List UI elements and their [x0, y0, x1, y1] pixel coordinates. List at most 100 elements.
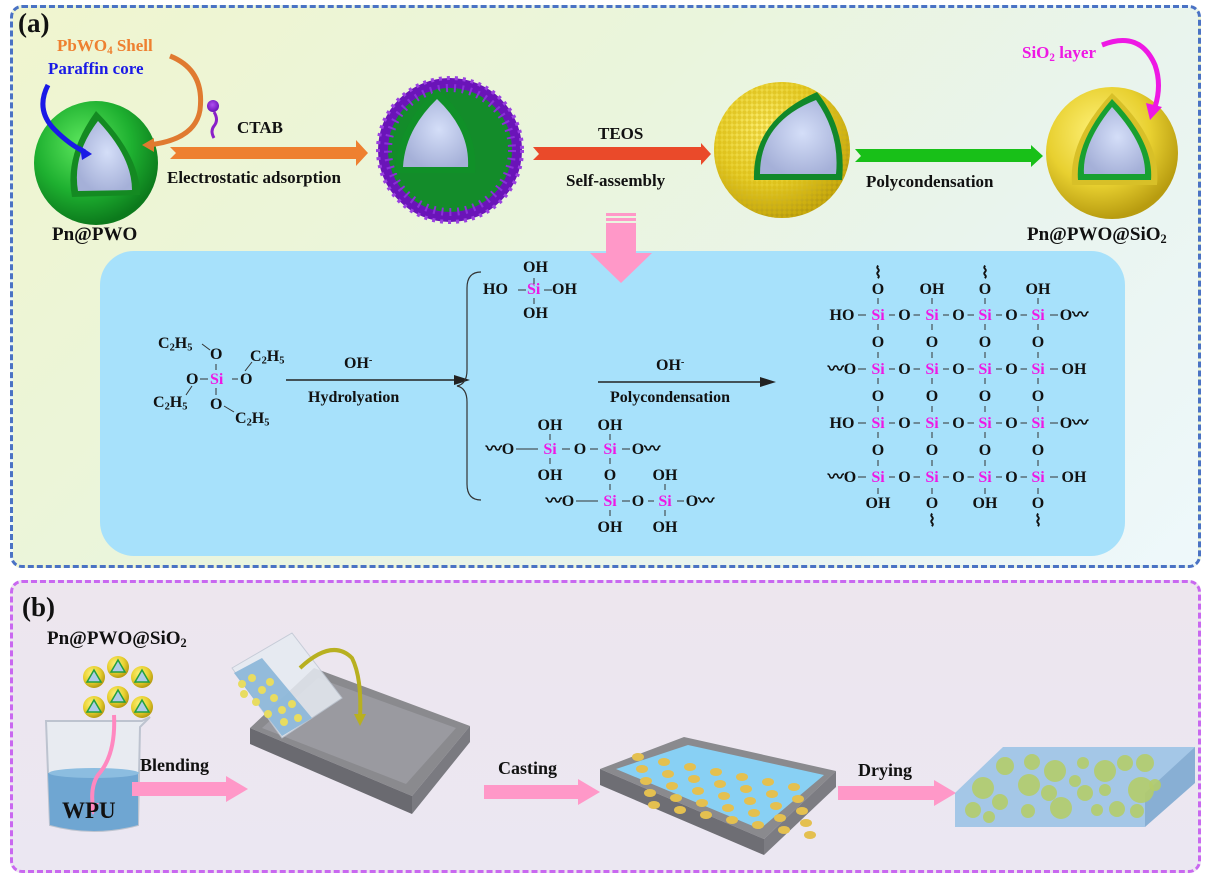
- embedded-particle: [983, 811, 995, 823]
- bridge-oxygen: O: [952, 361, 964, 378]
- shell-pointer-arrow: [147, 53, 204, 148]
- polycondensation-arrow: [598, 377, 776, 387]
- particle-dot: [688, 775, 700, 783]
- particle-dot: [266, 678, 274, 686]
- particle-dot: [280, 718, 288, 726]
- casting-arrow: [484, 779, 600, 805]
- particle-dot: [670, 794, 682, 802]
- embedded-particle: [1050, 797, 1072, 819]
- casting-label: Casting: [498, 758, 558, 778]
- bridge-oxygen: O: [898, 307, 910, 324]
- reaction-scheme-box: [100, 251, 1125, 556]
- particle-dot: [248, 674, 256, 682]
- terminal-group: O〰: [1060, 415, 1089, 432]
- bridge-oxygen: O: [898, 415, 910, 432]
- teos-o-bottom: O: [210, 396, 223, 413]
- pn-pwo-label: Pn@PWO: [52, 224, 138, 245]
- wpu-label: WPU: [62, 798, 116, 823]
- terminal-group: OH: [538, 417, 563, 434]
- wavy-bond: ⌇: [928, 512, 936, 530]
- terminal-group: 〰O: [827, 469, 856, 486]
- core-shell-particle: [107, 656, 129, 678]
- polycondensation-reagent: OH-: [656, 357, 685, 375]
- si-atom: Si: [871, 415, 885, 432]
- teos-c2h5-topright: C2H5: [250, 348, 285, 367]
- embedded-particle: [1041, 785, 1057, 801]
- terminal-group: OH: [653, 519, 678, 536]
- terminal-group: O〰: [1060, 307, 1089, 324]
- blending-label: Blending: [140, 755, 210, 775]
- particle-dot: [666, 782, 678, 790]
- embedded-particle: [965, 802, 981, 818]
- teos-coated-particle: [714, 82, 850, 218]
- composite-film: [955, 747, 1195, 827]
- pour-stream-arrow: [298, 648, 363, 719]
- particle-dot: [238, 680, 246, 688]
- particle-dot: [740, 785, 752, 793]
- terminal-group: O: [926, 495, 938, 512]
- bridge-oxygen: O: [872, 442, 884, 459]
- drying-label: Drying: [858, 760, 912, 780]
- particle-dot: [240, 690, 248, 698]
- pouring-beaker-tray: [231, 632, 470, 814]
- particle-dot: [696, 799, 708, 807]
- sioh4-oh-bottom: OH: [523, 305, 548, 322]
- terminal-group: OH: [1062, 361, 1087, 378]
- si-atom: Si: [925, 469, 939, 486]
- embedded-particle: [1094, 760, 1116, 782]
- terminal-group: OH: [1062, 469, 1087, 486]
- teos-o-left: O: [186, 371, 199, 388]
- si-atom: Si: [658, 493, 672, 510]
- teos-o-right: O: [240, 371, 253, 388]
- pn-pwo-sio2-label: Pn@PWO@SiO2: [1027, 224, 1167, 247]
- embedded-particle: [1128, 777, 1154, 803]
- teos-o-top: O: [210, 346, 223, 363]
- bridge-oxygen: O: [979, 334, 991, 351]
- particle-dot: [684, 763, 696, 771]
- terminal-group: 〰O: [485, 441, 514, 458]
- bridge-oxygen: O: [872, 388, 884, 405]
- step1-process: Electrostatic adsorption: [167, 168, 341, 187]
- hydrolysis-label: Hydrolyation: [308, 389, 400, 406]
- si-atom: Si: [603, 441, 617, 458]
- step2-process: Self-assembly: [566, 171, 666, 190]
- hydrolysis-arrow: [286, 375, 470, 385]
- particle-dot: [658, 758, 670, 766]
- terminal-group: OH: [920, 281, 945, 298]
- terminal-group: HO: [830, 415, 855, 432]
- si-atom: Si: [871, 361, 885, 378]
- bridge-oxygen: O: [632, 493, 644, 510]
- embedded-particle: [1130, 804, 1144, 818]
- bridge-oxygen: O: [926, 442, 938, 459]
- step2-reagent: TEOS: [598, 124, 644, 143]
- embedded-particle: [1069, 775, 1081, 787]
- pn-pwo-particle: [34, 101, 158, 225]
- core-shell-particle: [131, 666, 153, 688]
- sioh4-ho: HO: [483, 281, 508, 298]
- bridge-oxygen: O: [952, 307, 964, 324]
- si-atom: Si: [603, 493, 617, 510]
- step3-process: Polycondensation: [866, 172, 994, 191]
- si-atom: Si: [978, 469, 992, 486]
- particle-dot: [252, 698, 260, 706]
- core-shell-particle: [83, 696, 105, 718]
- particle-dot: [288, 700, 296, 708]
- particle-dot: [692, 787, 704, 795]
- si-atom: Si: [978, 307, 992, 324]
- particle-dot: [788, 783, 800, 791]
- teos-bonds: [185, 343, 253, 413]
- embedded-particle: [1021, 804, 1035, 818]
- particle-dot: [766, 790, 778, 798]
- si-atom: Si: [925, 307, 939, 324]
- ctab-coated-particle: [376, 76, 524, 224]
- terminal-group: O〰: [632, 441, 661, 458]
- pink-down-arrow: [590, 213, 652, 283]
- bridge-oxygen: O: [1005, 361, 1017, 378]
- bridge-oxygen: O: [952, 469, 964, 486]
- ctab-molecule-icon: [207, 100, 219, 139]
- particle-dot: [278, 706, 286, 714]
- terminal-group: OH: [973, 495, 998, 512]
- particle-dot: [752, 821, 764, 829]
- si-atom: Si: [871, 469, 885, 486]
- wavy-bond: ⌇: [1034, 512, 1042, 530]
